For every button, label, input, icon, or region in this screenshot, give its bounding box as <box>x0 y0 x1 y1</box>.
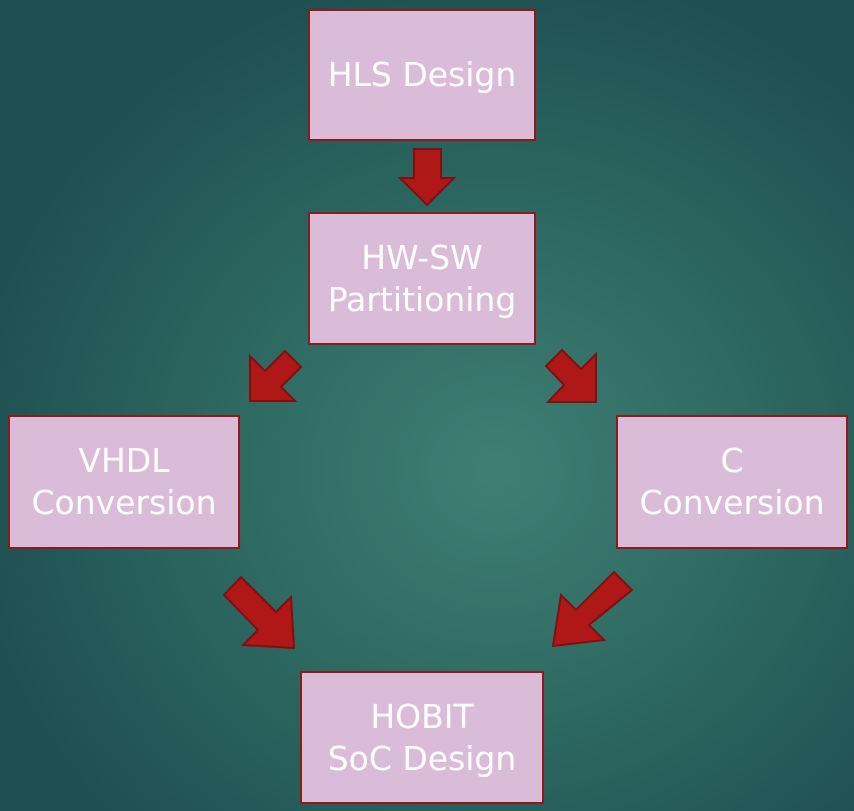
arrow-c-to-hobit <box>551 570 634 648</box>
node-hls-design: HLS Design <box>308 9 536 141</box>
node-vhdl-conversion-label-line2: Conversion <box>31 483 217 522</box>
node-c-conversion-label-line1: C <box>720 441 744 480</box>
node-hw-sw-partitioning-label-line2: Partitioning <box>327 279 517 319</box>
node-hobit-soc-design: HOBIT SoC Design <box>300 671 544 804</box>
node-vhdl-conversion-label-line1: VHDL <box>78 441 170 480</box>
node-hw-sw-partitioning: HW-SW Partitioning <box>308 212 536 345</box>
node-c-conversion: C Conversion <box>616 415 848 549</box>
arrow-hls-to-hwsw <box>397 148 457 207</box>
node-vhdl-conversion: VHDL Conversion <box>8 415 240 549</box>
node-hls-design-label: HLS Design <box>327 55 517 94</box>
arrow-hwsw-to-vhdl <box>249 349 303 402</box>
node-hw-sw-partitioning-label-line1: HW-SW <box>361 237 483 277</box>
node-c-conversion-label-line2: Conversion <box>639 483 825 522</box>
arrow-vhdl-to-hobit <box>222 575 296 650</box>
node-hobit-soc-design-label-line2: SoC Design <box>327 738 517 778</box>
arrow-hwsw-to-c <box>544 348 597 403</box>
node-hobit-soc-design-label-line1: HOBIT <box>370 696 474 736</box>
